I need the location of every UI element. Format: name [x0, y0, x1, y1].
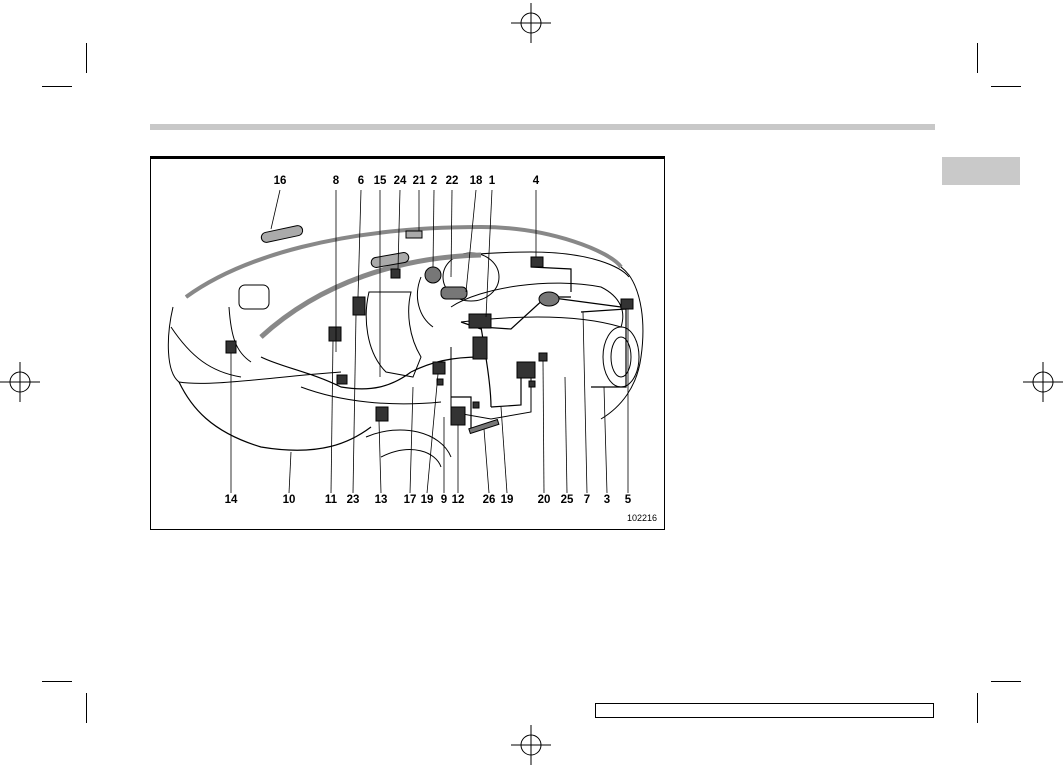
callout-label: 25	[560, 494, 574, 506]
crosshair-circle-icon	[511, 3, 551, 43]
callout-label: 6	[357, 175, 365, 187]
callout-label: 1	[488, 175, 496, 187]
crop-mark-tr-v	[977, 43, 978, 73]
figure-top-rule	[151, 157, 664, 159]
callout-label: 10	[282, 494, 296, 506]
callout-label: 8	[332, 175, 340, 187]
callout-label: 13	[374, 494, 388, 506]
callout-label: 18	[469, 175, 483, 187]
callout-label: 19	[420, 494, 434, 506]
header-rule	[150, 124, 935, 130]
footer-box	[595, 703, 934, 718]
callout-label: 5	[624, 494, 632, 506]
callout-label: 23	[346, 494, 360, 506]
callout-label: 2	[430, 175, 438, 187]
callout-label: 19	[500, 494, 514, 506]
figure-id: 102216	[627, 513, 658, 523]
crosshair-circle-icon	[511, 725, 551, 765]
callout-label: 22	[445, 175, 459, 187]
crop-mark-tl-h	[42, 86, 72, 87]
crop-mark-bl-h	[42, 681, 72, 682]
crop-mark-tl-v	[86, 43, 87, 73]
crop-mark-br-h	[991, 681, 1021, 682]
callout-label: 20	[537, 494, 551, 506]
callout-label: 9	[440, 494, 448, 506]
car-interior-drawing	[167, 224, 644, 468]
callout-label: 24	[393, 175, 407, 187]
callout-label: 3	[603, 494, 611, 506]
callout-label: 12	[451, 494, 465, 506]
crosshair-circle-icon	[0, 362, 40, 402]
crop-mark-tr-h	[991, 86, 1021, 87]
callout-label: 14	[224, 494, 238, 506]
callout-label: 4	[532, 175, 540, 187]
crop-mark-bl-v	[86, 693, 87, 723]
callout-label: 21	[412, 175, 426, 187]
chapter-tab	[942, 157, 1020, 185]
callout-label: 15	[373, 175, 387, 187]
crop-mark-br-v	[977, 693, 978, 723]
crosshair-circle-icon	[1023, 362, 1063, 402]
callout-label: 16	[273, 175, 287, 187]
callout-label: 11	[324, 494, 338, 506]
callout-label: 26	[482, 494, 496, 506]
airbag-system-diagram: 16 8 6 15 24 21 2 22 18 1 4	[150, 156, 665, 530]
callout-label: 7	[583, 494, 591, 506]
callout-label: 17	[403, 494, 417, 506]
